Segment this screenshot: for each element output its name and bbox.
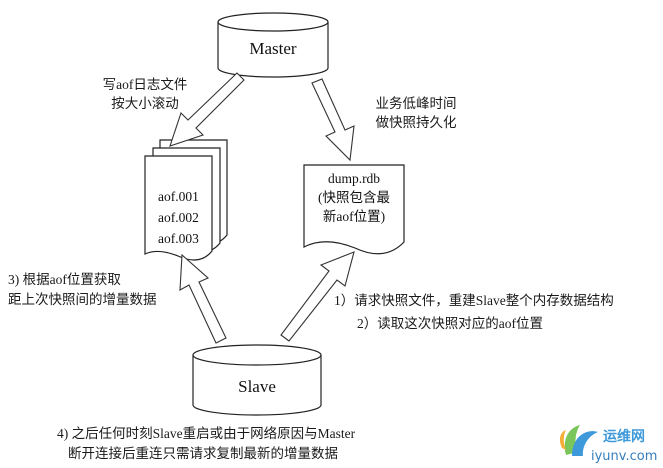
dump-desc-2: 新aof位置)	[323, 209, 385, 224]
master-node: Master	[217, 12, 329, 78]
watermark: 运维网 iyunv.com	[559, 425, 657, 464]
label-step3: 3) 根据aof位置获取 距上次快照间的增量数据	[8, 272, 157, 307]
aof-file-3: aof.003	[158, 231, 199, 246]
aof-file-1: aof.001	[158, 189, 199, 204]
dump-rdb-document: dump.rdb (快照包含最 新aof位置)	[303, 164, 405, 255]
label-snapshot-1: 业务低峰时间	[376, 96, 457, 111]
watermark-name: 运维网	[603, 428, 645, 445]
aof-files-stack: aof.001 aof.002 aof.003	[144, 139, 228, 261]
label-step4-1: 4) 之后任何时刻Slave重启或由于网络原因与Master	[57, 426, 356, 441]
arrow-master-to-dump	[311, 78, 355, 162]
slave-label: Slave	[238, 377, 276, 396]
master-label: Master	[249, 39, 297, 58]
label-step3-2: 距上次快照间的增量数据	[8, 292, 157, 307]
label-snapshot: 业务低峰时间 做快照持久化	[376, 96, 457, 130]
label-aof-write-2: 按大小滚动	[111, 95, 179, 111]
watermark-domain: iyunv.com	[591, 449, 657, 464]
label-step1: 1）请求快照文件，重建Slave整个内存数据结构	[334, 293, 614, 308]
label-step2: 2）读取这次快照对应的aof位置	[357, 315, 543, 331]
arrow-master-to-aof	[169, 72, 245, 147]
watermark-logo-icon	[559, 425, 598, 456]
label-aof-write-1: 写aof日志文件	[103, 77, 188, 92]
aof-file-2: aof.002	[158, 210, 199, 225]
dump-desc-1: (快照包含最	[318, 190, 390, 205]
label-step4-2: 断开连接后重连只需请求复制最新的增量数据	[68, 445, 338, 461]
label-step3-1: 3) 根据aof位置获取	[8, 272, 121, 287]
label-step4: 4) 之后任何时刻Slave重启或由于网络原因与Master 断开连接后重连只需…	[57, 426, 356, 461]
slave-node: Slave	[192, 344, 322, 416]
dump-name: dump.rdb	[328, 171, 380, 186]
label-aof-write: 写aof日志文件 按大小滚动	[103, 77, 188, 111]
arrow-slave-to-aof	[179, 253, 227, 344]
label-snapshot-2: 做快照持久化	[376, 115, 457, 130]
arrow-slave-to-dump	[280, 251, 355, 342]
